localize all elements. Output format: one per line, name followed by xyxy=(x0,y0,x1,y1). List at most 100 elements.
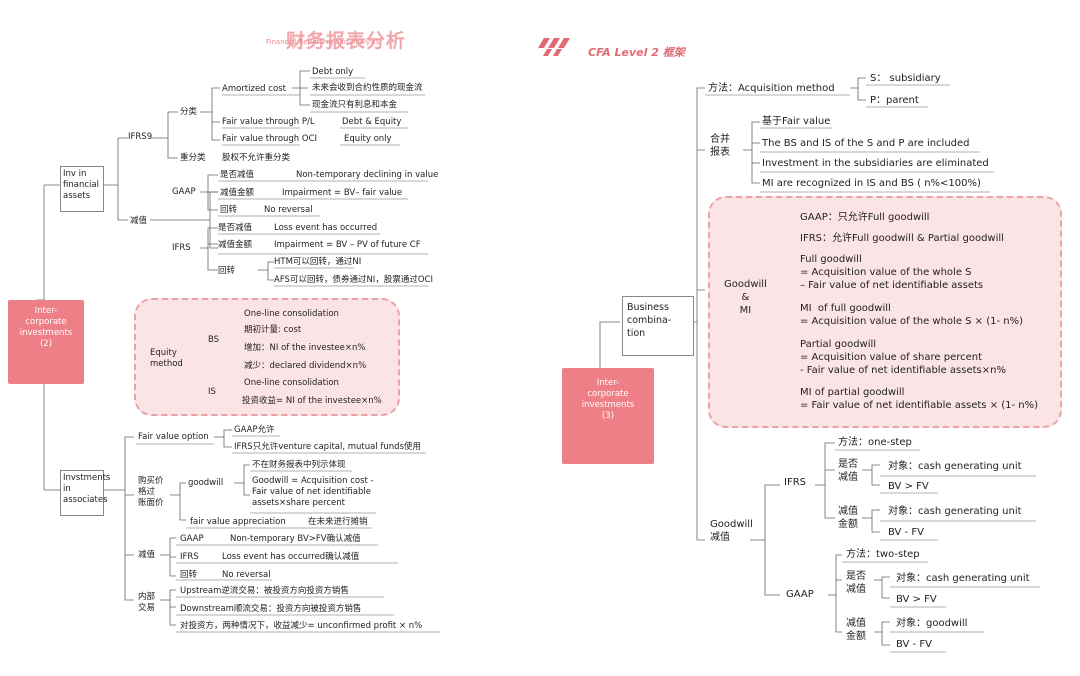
node-merge-3: Investment in the subsidiaries are elimi… xyxy=(762,158,989,169)
node-reclassification: 重分类 xyxy=(180,153,206,163)
node-olc2: One-line consolidation xyxy=(244,378,339,388)
node-gw-ifrs: IFRS：允许Full goodwill & Partial goodwill xyxy=(800,233,1004,244)
node-reclassification-value: 股权不允许重分类 xyxy=(222,153,291,163)
node-ifrs: IFRS xyxy=(172,243,191,253)
node-assoc-ifrs: IFRS xyxy=(180,552,199,562)
node-increase: 增加：NI of the investee×n% xyxy=(244,343,366,353)
node-assoc-gaap-value: Non-temporary BV>FV确认减值 xyxy=(230,534,361,544)
node-decrease: 减少：declared dividend×n% xyxy=(244,361,367,371)
node-gaap-whether-value: Non-temporary declining in value xyxy=(296,170,439,180)
node-ifrs-whether-r: 是否 减值 xyxy=(838,459,858,483)
node-consolidated-statements: 合并 报表 xyxy=(710,134,730,158)
node-bs: BS xyxy=(208,335,220,345)
node-impairment: 减值 xyxy=(130,216,148,226)
node-assoc-reversal-value: No reversal xyxy=(222,570,271,580)
node-gaap-r: GAAP xyxy=(786,589,814,600)
node-ifrs-amount-1: 对象：cash generating unit xyxy=(888,506,1022,517)
node-downstream: Downstream顺流交易：投资方向被投资方销售 xyxy=(180,604,362,614)
node-gaap-whether: 是否减值 xyxy=(220,170,255,180)
goodwill-mi-cloud xyxy=(708,196,1062,428)
node-ifrs-whether-1: 对象：cash generating unit xyxy=(888,461,1022,472)
node-fva-value: 在未来进行摊销 xyxy=(308,517,368,527)
node-merge-2: The BS and IS of the S and P are include… xyxy=(762,138,970,149)
node-gaap-amount-value: Impairment = BV– fair value xyxy=(282,188,403,198)
node-gaap-amount-1: 对象：goodwill xyxy=(896,618,968,629)
node-assoc-reversal: 回转 xyxy=(180,570,198,580)
node-gaap-reversal-value: No reversal xyxy=(264,205,313,215)
node-subsidiary: S： subsidiary xyxy=(870,73,941,84)
node-business-combination: Business combina- tion xyxy=(622,296,694,356)
node-purchase-price: 购买价 格过 账面价 xyxy=(138,476,164,508)
node-ifrs-amount-2: BV - FV xyxy=(888,527,924,538)
node-gaap-method: 方法：two-step xyxy=(846,549,920,560)
node-investments-associates: Invstments in associates xyxy=(60,470,110,516)
node-ifrs-reversal-v1: HTM可以回转，通过NI xyxy=(274,257,362,267)
node-amort-c1: 未来会收到合约性质的现金流 xyxy=(312,83,423,93)
node-ifrs-amount-r: 减值 金额 xyxy=(838,506,858,530)
node-amortized-cost: Amortized cost xyxy=(222,84,286,94)
node-partial-goodwill: Partial goodwill = Acquisition value of … xyxy=(800,339,1006,376)
node-ifrs-amount: 减值金额 xyxy=(218,240,253,250)
node-mi-full: MI of full goodwill = Acquisition value … xyxy=(800,303,1024,327)
node-ifrs-amount-value: Impairment = BV – PV of future CF xyxy=(274,240,421,250)
node-fvo-ifrs: IFRS只允许venture capital, mutual funds使用 xyxy=(234,442,422,452)
node-equity-method: Equity method xyxy=(150,348,183,369)
node-is: IS xyxy=(208,387,216,397)
node-fvpl: Fair value through P/L xyxy=(222,117,315,127)
title-cn: 财务报表分析 xyxy=(286,30,407,52)
node-impairment-2: 减值 xyxy=(138,550,156,560)
root-node-right: Inter- corporate investments (3) xyxy=(562,368,654,464)
node-ifrs-r: IFRS xyxy=(784,477,806,488)
node-gaap-amount-r: 减值 金额 xyxy=(846,618,866,642)
node-ifrs-reversal: 回转 xyxy=(218,266,236,276)
node-goodwill-hidden: 不在财务报表中列示体现 xyxy=(252,460,346,470)
node-merge-1: 基于Fair value xyxy=(762,116,831,127)
node-classification: 分类 xyxy=(180,107,198,117)
node-gaap: GAAP xyxy=(172,187,196,197)
node-acq-method: 方法：Acquisition method xyxy=(708,83,835,94)
node-both-cases: 对投资方，两种情况下，收益减少= unconfirmed profit × n% xyxy=(180,621,423,631)
brand-logo-icon xyxy=(534,30,582,56)
node-gaap-reversal: 回转 xyxy=(220,205,238,215)
node-ifrs-whether-value: Loss event has occurred xyxy=(274,223,378,233)
node-goodwill-impairment: Goodwill 减值 xyxy=(710,519,753,543)
node-ifrs-method: 方法：one-step xyxy=(838,437,912,448)
node-is-value: 投资收益= NI of the investee×n% xyxy=(242,396,382,406)
node-amort-c2: 现金流只有利息和本金 xyxy=(312,100,398,110)
node-goodwill-mi: Goodwill & MI xyxy=(724,279,767,316)
node-inv-financial-assets: Inv in financial assets xyxy=(60,166,104,212)
node-ifrs9: IFRS9 xyxy=(128,132,153,142)
node-initial: 期初计量: cost xyxy=(244,325,302,335)
node-gaap-amount-2: BV - FV xyxy=(896,639,932,650)
node-fvoci: Fair value through OCI xyxy=(222,134,318,144)
node-goodwill-formula: Goodwill = Acquisition cost - Fair value… xyxy=(252,476,374,508)
node-assoc-gaap: GAAP xyxy=(180,534,204,544)
node-fvpl-value: Debt & Equity xyxy=(342,117,402,127)
node-intra-transactions: 内部 交易 xyxy=(138,592,156,613)
node-ifrs-whether: 是否减值 xyxy=(218,223,253,233)
brand-text: CFA Level 2 框架 xyxy=(588,46,685,59)
node-fvoci-value: Equity only xyxy=(344,134,392,144)
node-upstream: Upstream逆流交易：被投资方向投资方销售 xyxy=(180,586,349,596)
node-gaap-whether-2: BV > FV xyxy=(896,594,937,605)
node-fvo-gaap: GAAP允许 xyxy=(234,425,275,435)
node-gaap-whether-1: 对象：cash generating unit xyxy=(896,573,1030,584)
node-gw-gaap: GAAP：只允许Full goodwill xyxy=(800,212,930,223)
node-mi-partial: MI of partial goodwill = Fair value of n… xyxy=(800,387,1039,411)
node-assoc-ifrs-value: Loss event has occurred确认减值 xyxy=(222,552,360,562)
node-gaap-whether-r: 是否 减值 xyxy=(846,571,866,595)
node-ifrs-reversal-v2: AFS可以回转，债券通过NI，股票通过OCI xyxy=(274,275,433,285)
root-node-left: Inter- corporate investments (2) xyxy=(8,300,84,384)
equity-method-cloud xyxy=(134,298,400,416)
node-olc: One-line consolidation xyxy=(244,309,339,319)
node-goodwill: goodwill xyxy=(188,478,224,488)
node-fair-value-option: Fair value option xyxy=(138,432,209,442)
node-fv-appreciation: fair value appreciation xyxy=(190,517,286,527)
node-debt-only: Debt only xyxy=(312,67,354,77)
title-en: Financial Reporting and Analysis xyxy=(266,38,380,46)
node-ifrs-whether-2: BV > FV xyxy=(888,481,929,492)
node-gaap-amount: 减值金额 xyxy=(220,188,255,198)
node-merge-4: MI are recognized in IS and BS ( n%<100%… xyxy=(762,178,981,189)
node-parent: P：parent xyxy=(870,95,919,106)
